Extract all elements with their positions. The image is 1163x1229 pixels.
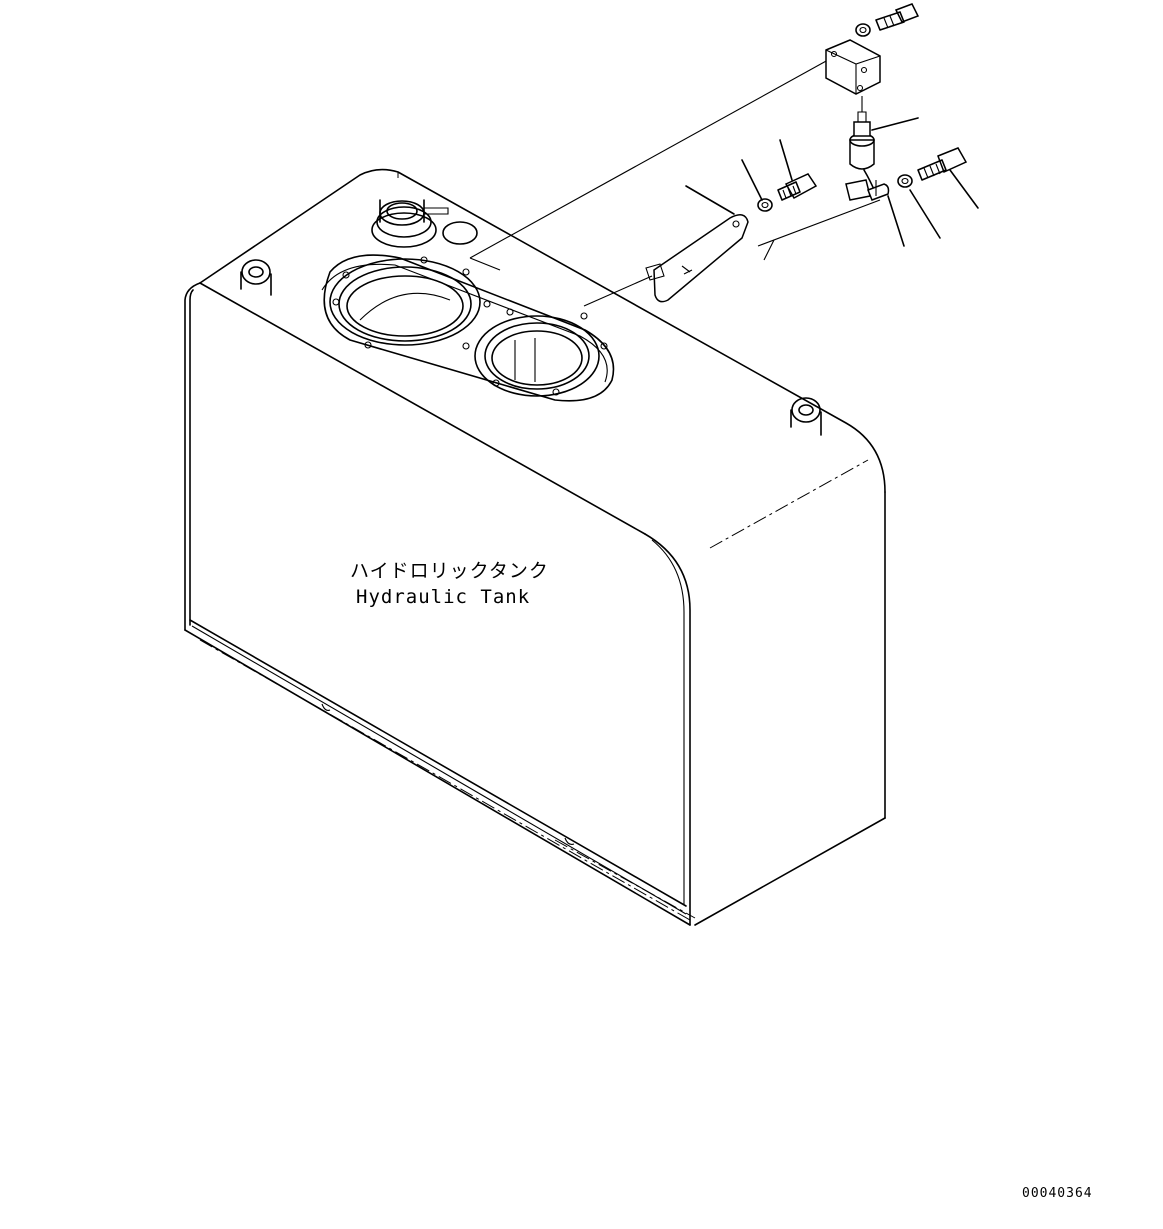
leader-lines <box>469 59 881 307</box>
lifting-eye-right <box>790 397 822 436</box>
connector-clip <box>845 179 890 201</box>
filler-cap <box>371 199 478 248</box>
tank-label-japanese: ハイドロリックタンク <box>350 560 549 582</box>
top-cover-plate <box>321 254 615 402</box>
drawing-code: 00040364 <box>1022 1186 1093 1201</box>
tank-label-english: Hydraulic Tank <box>356 586 530 608</box>
lifting-eye-left <box>240 259 272 296</box>
bolt-top <box>875 3 920 31</box>
washer-right <box>897 174 913 188</box>
pressure-switch <box>849 96 877 195</box>
washer-top <box>855 23 871 37</box>
hydraulic-tank-body <box>184 168 886 926</box>
bolt-left <box>777 173 818 201</box>
washer-left <box>757 198 773 212</box>
valve-block <box>825 39 881 95</box>
callout-leaders <box>685 117 979 247</box>
mounting-bracket <box>645 214 749 303</box>
bolt-right <box>917 147 968 181</box>
